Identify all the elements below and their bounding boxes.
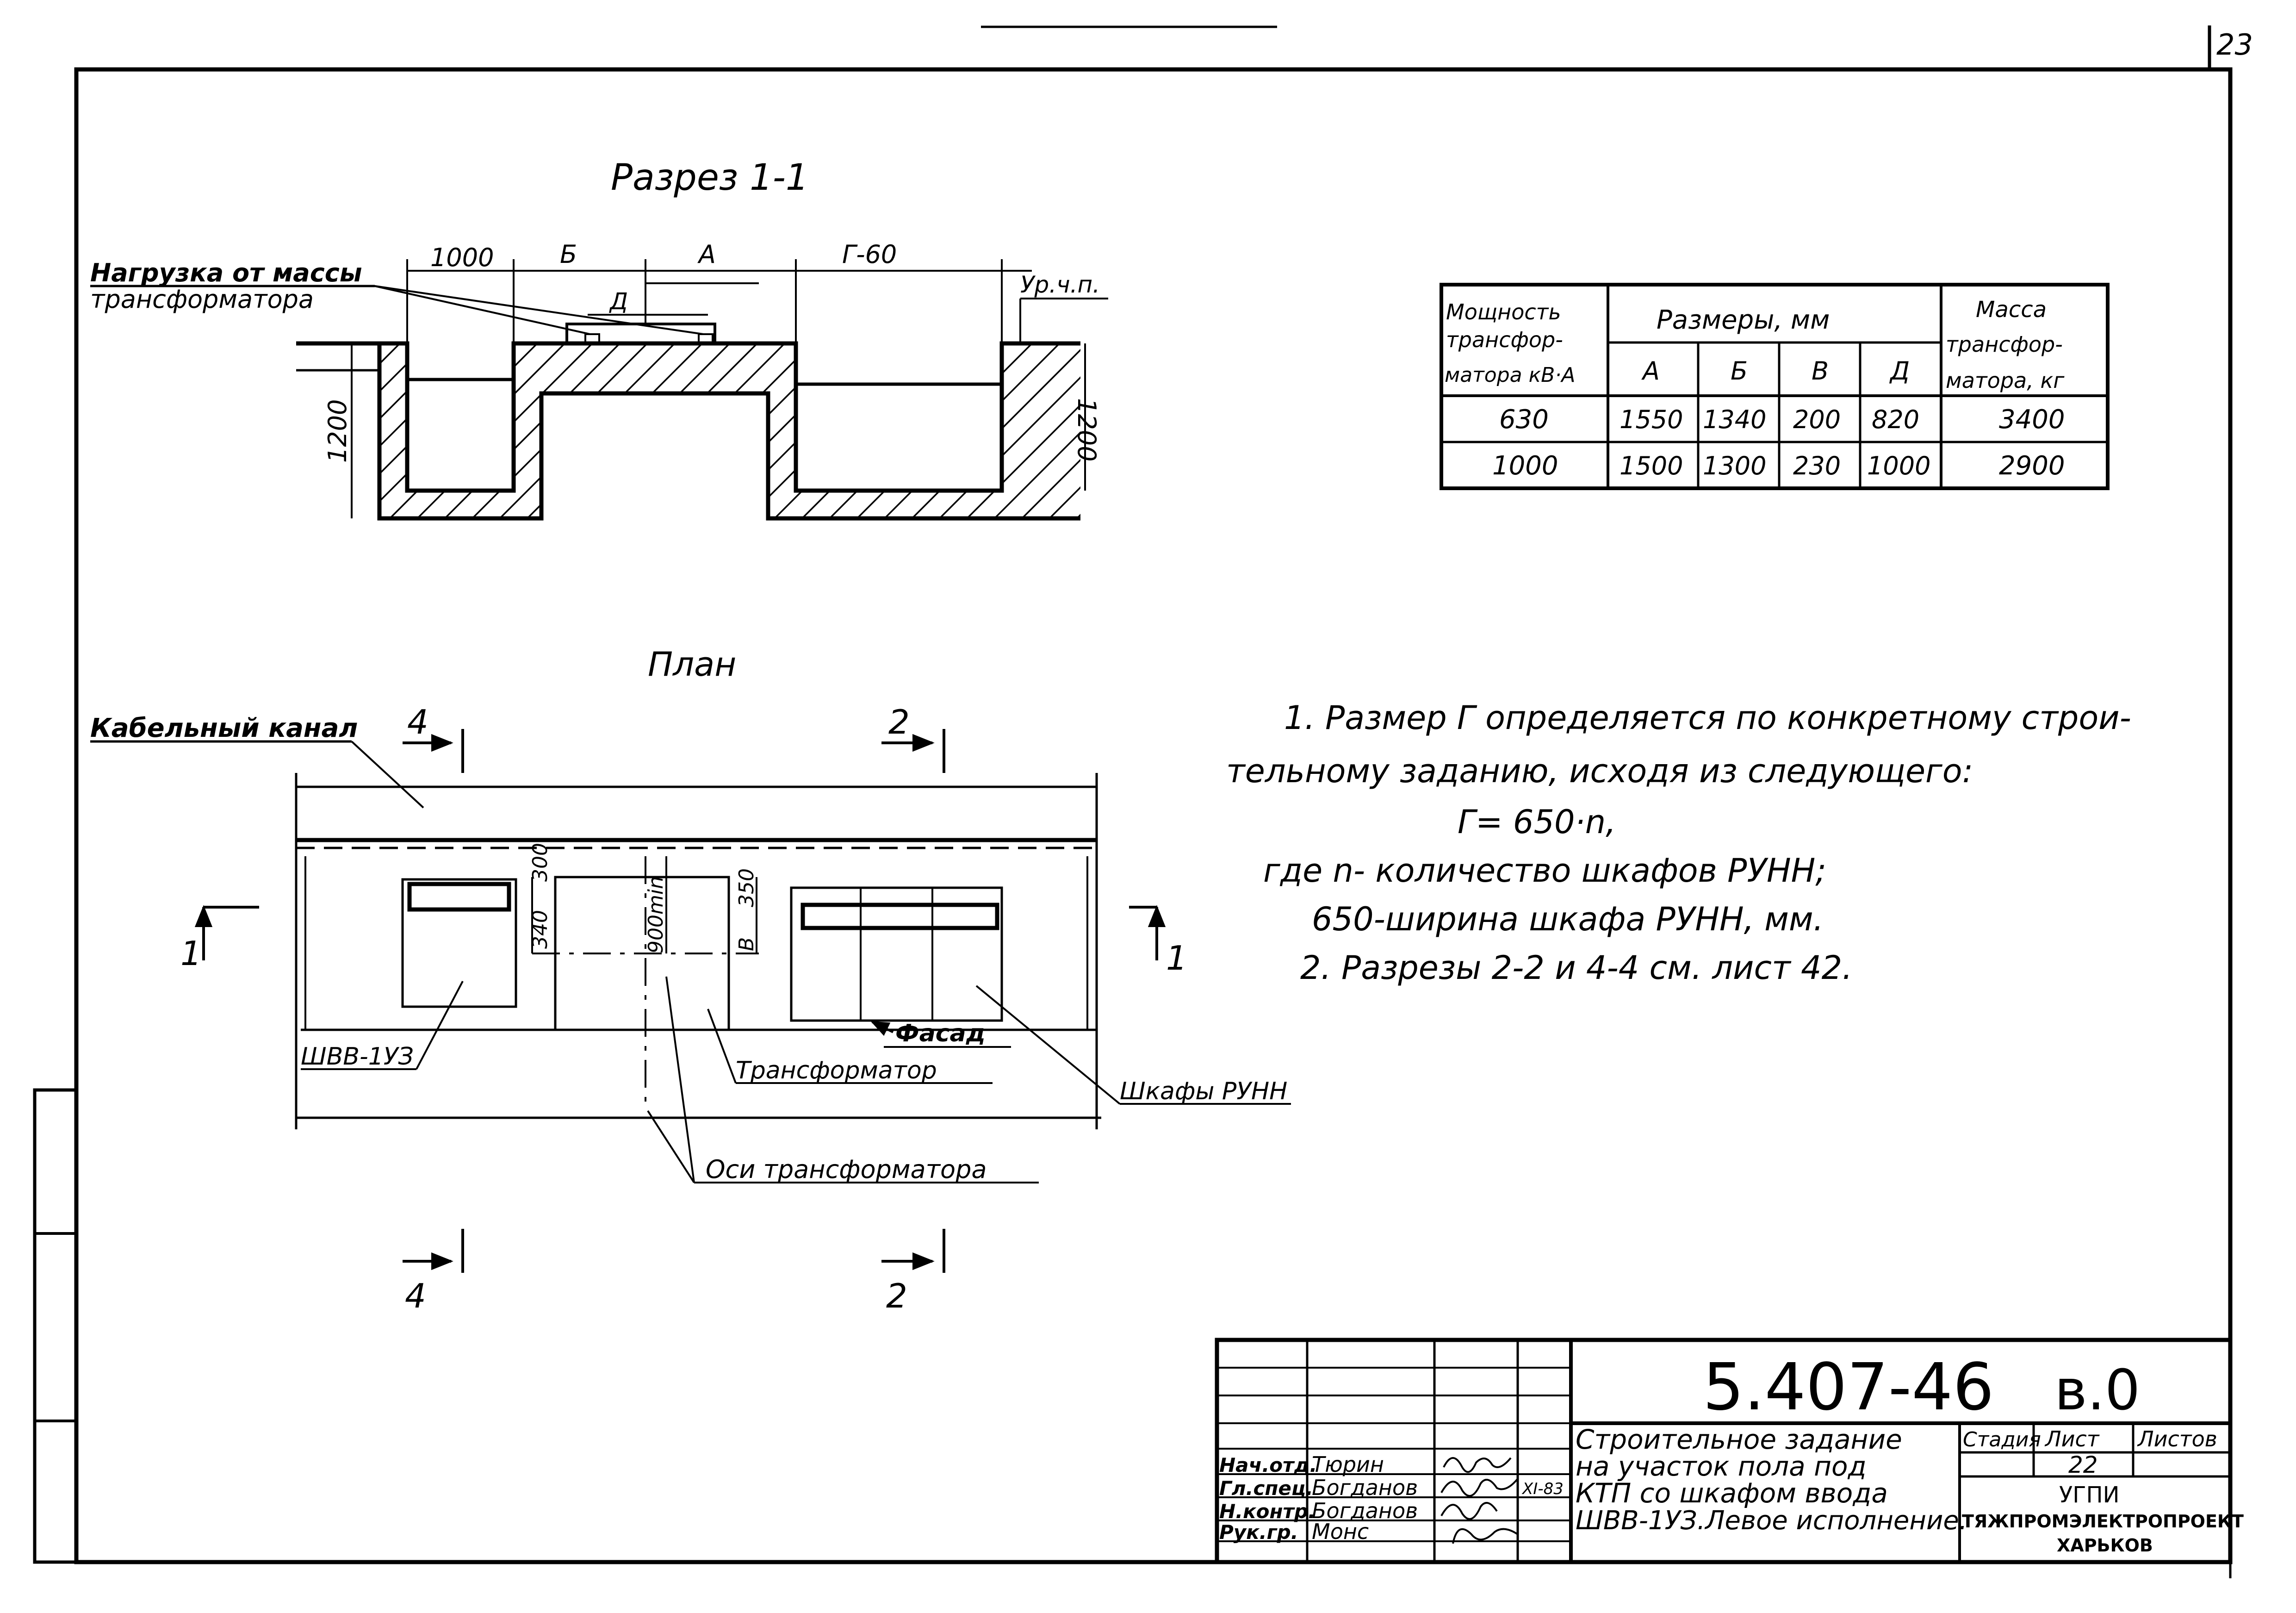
shvv-cabinet [401,878,517,1008]
note-line5: 650-ширина шкафа РУНН, мм. [1312,900,1824,938]
row2-b: 1300 [1703,451,1766,480]
stage-label: Стадия [1963,1428,2041,1451]
row2-v: 230 [1793,451,1841,480]
axes-label: Оси трансформатора [706,1155,987,1184]
depth-left: 1200 [323,399,352,463]
th-v: В [1812,356,1829,386]
name-2: Богданов [1312,1475,1418,1500]
th-power-l1: Мощность [1446,299,1561,324]
role-1: Нач.отд. [1219,1454,1317,1476]
description-line2: на участок пола под [1576,1451,1867,1482]
doc-number: 5.407-46 [1703,1350,1994,1425]
level-label: Ур.ч.п. [1020,271,1100,298]
title-block: 5.407-46 в.0 Строительное задание на уча… [1215,1338,2244,1564]
plan-title: План [648,645,736,684]
role-2: Гл.спец. [1219,1477,1313,1500]
dim-340: 340 [528,910,552,949]
row1-b: 1340 [1703,405,1766,434]
org-line2: ТЯЖПРОМЭЛЕКТРОПРОЕКТ [1962,1511,2244,1532]
sign-date: XI-83 [1521,1480,1564,1498]
th-d: Д [1889,356,1910,386]
section-1-1-title: Разрез 1-1 [611,157,808,199]
th-mass-l2: трансфор- [1946,332,2063,357]
shvv-label: ШВВ-1УЗ [301,1043,414,1071]
load-label-line1: Нагрузка от массы [90,258,362,287]
th-power-l2: трансфор- [1446,327,1563,352]
runn-cabinets [790,886,1003,1022]
name-3: Богданов [1312,1498,1418,1523]
description-line4: ШВВ-1УЗ.Левое исполнение. [1576,1506,1967,1536]
th-a: А [1641,356,1660,386]
note-line4: где n- количество шкафов РУНН; [1263,852,1826,890]
sheet-frame [33,25,2233,1578]
row2-d: 1000 [1867,451,1930,480]
role-3: Н.контр. [1219,1500,1316,1523]
th-mass-l3: матора, кг [1946,368,2065,393]
row1-d: 820 [1872,405,1919,434]
sheets-label: Листов [2137,1426,2217,1451]
section-mark-2-bottom: 2 [886,1277,907,1315]
name-4: Монс [1312,1519,1369,1544]
dim-d: Д [609,288,628,315]
description-line3: КТП со шкафом ввода [1576,1477,1888,1509]
name-1: Тюрин [1312,1452,1384,1477]
th-dims: Размеры, мм [1657,305,1830,335]
transformer-label: Трансформатор [736,1057,937,1084]
note-line6: 2. Разрезы 2-2 и 4-4 см. лист 42. [1300,949,1852,987]
signature-1 [1443,1457,1512,1473]
signature-2 [1440,1478,1519,1497]
section-mark-1-right: 1 [1166,939,1187,978]
th-b: Б [1731,356,1748,386]
org-line3: ХАРЬКОВ [2057,1535,2153,1556]
page-number: 23 [2216,28,2253,62]
dim-a: А [697,240,716,269]
doc-issue: в.0 [2054,1358,2140,1423]
signature-3 [1440,1502,1498,1520]
dim-300: 300 [528,843,552,882]
dim-1000: 1000 [430,243,494,272]
row1-power: 630 [1499,405,1549,435]
row2-power: 1000 [1492,451,1558,481]
section-mark-2-top: 2 [888,703,910,741]
depth-right: 1200 [1072,398,1101,461]
dim-b: Б [560,240,577,269]
row1-mass: 3400 [1999,405,2065,435]
note-line2: тельному заданию, исходя из следующего: [1226,752,1973,790]
section-mark-4-bottom: 4 [405,1277,426,1315]
role-4: Рук.гр. [1219,1521,1298,1544]
signature-4 [1452,1528,1519,1544]
section-mark-1-left: 1 [180,934,202,973]
load-label-line2: трансформатора [90,285,314,314]
dim-350: 350 [735,868,758,907]
cable-channel-label: Кабельный канал [90,713,358,743]
cabinets-label: Шкафы РУНН [1120,1077,1287,1105]
section-1-1: Разрез 1-1 1000 Б А Г-60 Д Нагрузка от м… [90,157,1108,521]
plan-view: План Кабельный канал 4 2 4 2 1 [90,645,1291,1315]
dim-g-60: Г-60 [842,240,897,269]
row1-v: 200 [1793,405,1841,434]
sheet-label: Лист [2044,1426,2100,1451]
th-mass-l1: Масса [1976,297,2047,323]
dim-900min: 900min [644,876,668,953]
row2-mass: 2900 [1999,451,2065,481]
notes: 1. Размер Г определяется по конкретному … [1226,699,2131,987]
facade-label: Фасад [895,1020,986,1047]
row1-a: 1550 [1620,405,1683,434]
sheet-value: 22 [2068,1451,2098,1478]
th-power-l3: матора кВ·А [1445,363,1575,387]
note-line3: Г= 650·n, [1458,803,1616,841]
row2-a: 1500 [1620,451,1683,480]
note-line1: 1. Размер Г определяется по конкретному … [1284,699,2131,737]
transformer-table: Мощность трансфор- матора кВ·А Размеры, … [1440,283,2110,490]
section-mark-4-top: 4 [407,703,428,741]
dim-v: В [735,937,758,951]
org-line1: УГПИ [2059,1482,2120,1508]
description-line1: Строительное задание [1576,1424,1902,1455]
